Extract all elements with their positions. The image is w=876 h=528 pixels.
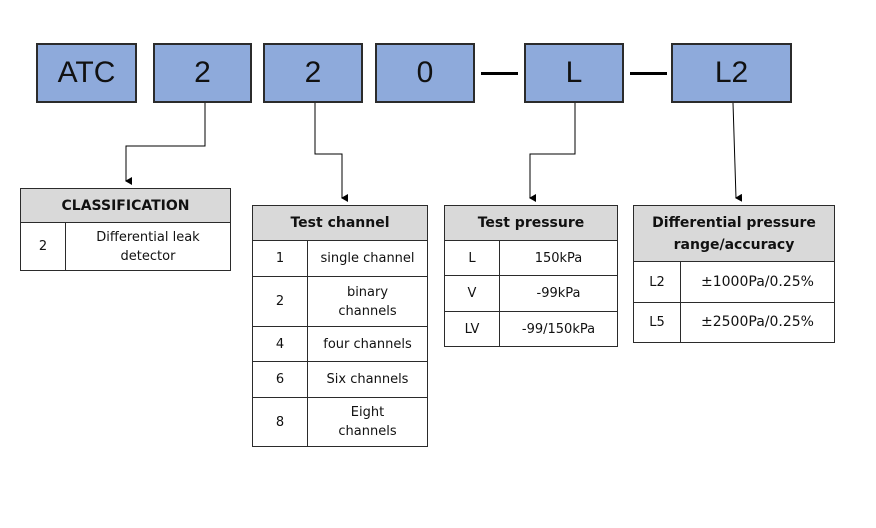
code-cell: 4 [252, 326, 308, 362]
code-segment-label: L [565, 56, 583, 89]
code-cell: 8 [252, 397, 308, 447]
code-cell: 2 [20, 222, 66, 271]
desc-cell: -99/150kPa [499, 311, 618, 347]
code-segment-label: ATC [57, 56, 116, 89]
desc-cell: -99kPa [499, 275, 618, 312]
code-segment-label: 2 [194, 56, 211, 89]
code-segment-label: 0 [416, 56, 434, 89]
desc-cell: binary channels [307, 276, 428, 327]
table-header: Differential pressure range/accuracy [633, 205, 835, 262]
code-segment-channel: 2 [263, 43, 363, 103]
code-segment-pressure: L [524, 43, 624, 103]
desc-cell: ±2500Pa/0.25% [680, 302, 835, 343]
connector-test-pressure [529, 103, 576, 202]
desc-cell: four channels [307, 326, 428, 362]
separator-dash [481, 72, 518, 75]
table-header: Test pressure [444, 205, 618, 241]
desc-cell: single channel [307, 240, 428, 277]
code-cell: L5 [633, 302, 681, 343]
classification-table: CLASSIFICATION 2 Differential leak detec… [20, 188, 231, 271]
code-cell: 6 [252, 361, 308, 398]
desc-cell: ±1000Pa/0.25% [680, 261, 835, 303]
code-cell: V [444, 275, 500, 312]
connector-diff-pressure [732, 102, 743, 202]
code-segment-label: 2 [304, 56, 322, 89]
code-segment-reserved: 0 [375, 43, 475, 103]
code-cell: 1 [252, 240, 308, 277]
code-segment-diff-pressure: L2 [671, 43, 792, 103]
separator-dash [630, 72, 667, 75]
connector-classification [125, 103, 206, 185]
desc-cell: Six channels [307, 361, 428, 398]
connector-test-channel [314, 103, 348, 202]
table-header: CLASSIFICATION [20, 188, 231, 223]
desc-cell: Differential leak detector [65, 222, 231, 271]
diff-pressure-table: Differential pressure range/accuracy L2 … [633, 205, 835, 343]
test-pressure-table: Test pressure L 150kPa V -99kPa LV -99/1… [444, 205, 618, 347]
code-segment-classification: 2 [153, 43, 252, 103]
code-cell: LV [444, 311, 500, 347]
code-cell: L2 [633, 261, 681, 303]
desc-cell: 150kPa [499, 240, 618, 276]
code-segment-series: ATC [36, 43, 137, 103]
code-cell: 2 [252, 276, 308, 327]
code-segment-label: L2 [714, 56, 749, 89]
desc-cell: Eight channels [307, 397, 428, 447]
test-channel-table: Test channel 1 single channel 2 binary c… [252, 205, 428, 447]
code-cell: L [444, 240, 500, 276]
table-header: Test channel [252, 205, 428, 241]
